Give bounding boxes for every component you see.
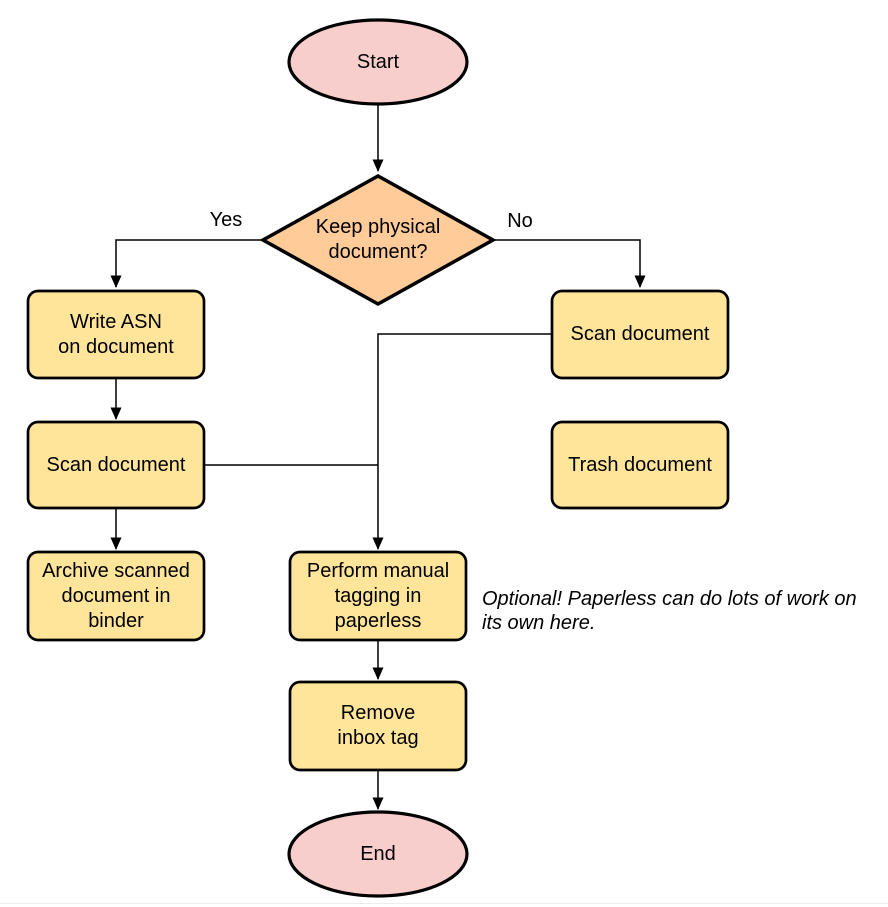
page-edge-line — [0, 903, 888, 904]
archive-binder-node-shape — [26, 550, 206, 642]
edge-decision-no-to-scan-right — [493, 239, 646, 288]
end-node-shape — [287, 810, 469, 898]
edge-decision-yes-to-write-asn — [110, 239, 263, 288]
scan-document-right-node-shape — [550, 289, 730, 380]
decision-node-shape — [259, 173, 497, 307]
start-node-shape — [287, 18, 469, 106]
write-asn-node-shape — [26, 289, 206, 380]
trash-document-node-shape — [550, 420, 730, 510]
remove-inbox-tag-node-shape — [288, 680, 468, 772]
optional-annotation-text: Optional! Paperless can do lots of work … — [482, 588, 857, 634]
scan-document-left-node-shape — [26, 420, 206, 510]
manual-tagging-node-shape — [288, 550, 468, 642]
edge-scan-right-to-tagging — [372, 333, 552, 550]
